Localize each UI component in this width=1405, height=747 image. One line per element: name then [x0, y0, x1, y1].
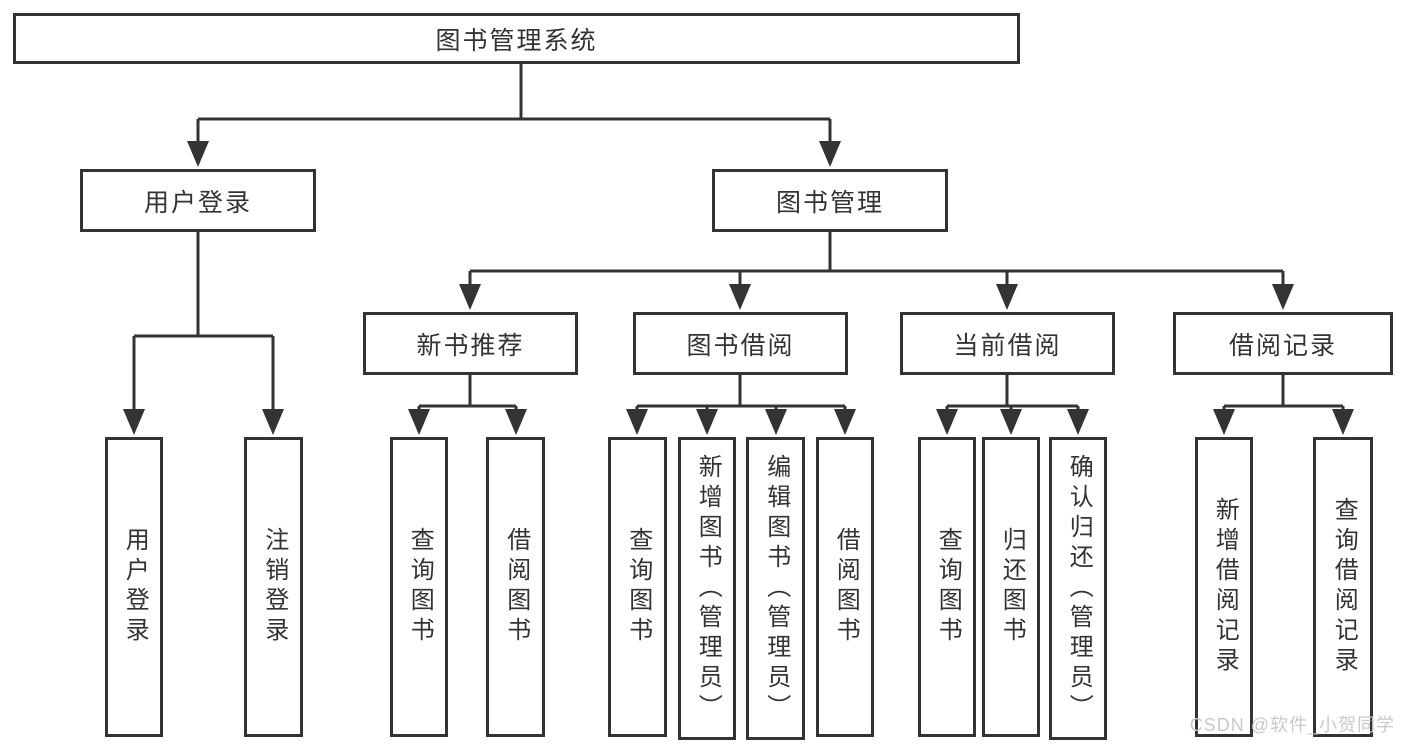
leaf-user-login: 用户登录	[105, 437, 163, 737]
leaf-cb-query-books-label: 查询图书	[934, 527, 962, 647]
node-borrow-records: 借阅记录	[1173, 312, 1393, 375]
node-user-login: 用户登录	[80, 169, 316, 232]
leaf-bb-query-books: 查询图书	[608, 437, 667, 737]
node-new-book-rec: 新书推荐	[363, 312, 578, 375]
leaf-cb-query-books: 查询图书	[918, 437, 976, 737]
connector-current-borrow-to-leaves	[936, 375, 1089, 435]
connector-borrow-records-to-leaves	[1213, 375, 1354, 435]
connector-user-login-to-leaves	[123, 232, 284, 435]
leaf-bb-borrow-books: 借阅图书	[816, 437, 874, 737]
leaf-cb-return-books-label: 归还图书	[998, 527, 1026, 647]
node-root-label: 图书管理系统	[435, 26, 598, 55]
connector-book-borrow-to-leaves	[626, 375, 856, 435]
node-book-management-label: 图书管理	[775, 188, 884, 217]
node-book-borrow: 图书借阅	[633, 312, 848, 375]
leaf-cb-confirm-return-admin: 确认归还（管理员）	[1049, 437, 1107, 740]
leaf-nb-borrow-books: 借阅图书	[486, 437, 545, 737]
leaf-br-query-record: 查询借阅记录	[1313, 437, 1373, 737]
leaf-br-add-record-label: 新增借阅记录	[1211, 497, 1239, 677]
leaf-logout-label: 注销登录	[260, 527, 288, 647]
node-root: 图书管理系统	[13, 13, 1020, 64]
leaf-br-add-record: 新增借阅记录	[1195, 437, 1253, 737]
connector-book-management-to-level3	[459, 232, 1294, 310]
leaf-bb-edit-books-admin: 编辑图书（管理员）	[746, 437, 805, 740]
node-current-borrow: 当前借阅	[900, 312, 1115, 375]
leaf-cb-return-books: 归还图书	[982, 437, 1040, 737]
node-current-borrow-label: 当前借阅	[953, 331, 1062, 360]
leaf-bb-query-books-label: 查询图书	[624, 527, 652, 647]
leaf-nb-query-books: 查询图书	[390, 437, 448, 737]
leaf-bb-borrow-books-label: 借阅图书	[832, 527, 860, 647]
connector-new-book-rec-to-leaves	[408, 375, 527, 435]
leaf-nb-borrow-books-label: 借阅图书	[502, 527, 530, 647]
node-user-login-label: 用户登录	[143, 188, 252, 217]
leaf-logout: 注销登录	[244, 437, 303, 737]
node-new-book-rec-label: 新书推荐	[416, 331, 525, 360]
leaf-bb-add-books-admin-label: 新增图书（管理员）	[694, 453, 722, 724]
node-borrow-records-label: 借阅记录	[1228, 331, 1337, 360]
csdn-watermark: CSDN @软件_小贺同学	[1189, 715, 1395, 735]
node-book-borrow-label: 图书借阅	[686, 331, 795, 360]
leaf-bb-add-books-admin: 新增图书（管理员）	[678, 437, 736, 740]
leaf-nb-query-books-label: 查询图书	[406, 527, 434, 647]
leaf-cb-confirm-return-admin-label: 确认归还（管理员）	[1065, 453, 1093, 724]
leaf-user-login-label: 用户登录	[121, 527, 149, 647]
node-book-management: 图书管理	[712, 169, 948, 232]
leaf-br-query-record-label: 查询借阅记录	[1330, 497, 1358, 677]
leaf-bb-edit-books-admin-label: 编辑图书（管理员）	[762, 453, 790, 724]
connector-root-to-level2	[187, 64, 841, 167]
